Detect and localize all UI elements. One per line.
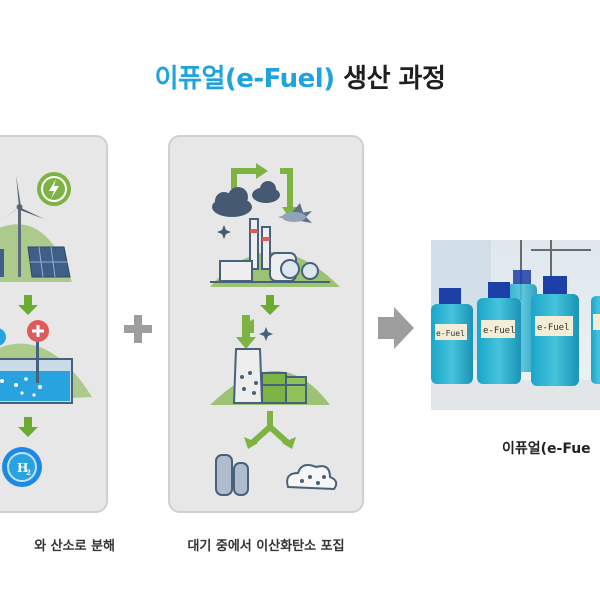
- cloud-icon: [212, 181, 280, 217]
- electrolysis-caption: 와 산소로 분해: [34, 539, 115, 554]
- product-caption: 이퓨얼(e-Fue: [502, 441, 591, 457]
- airplane-icon: [278, 203, 312, 223]
- plus-electrode-icon: [27, 320, 49, 383]
- carbon-capture-panel: [168, 135, 364, 513]
- gas-cylinders-icon: [215, 454, 249, 496]
- efuel-bottle: [591, 296, 600, 384]
- hydrogen-subscript: 2: [26, 468, 31, 477]
- bottle-label-2: e-Fuel: [537, 323, 570, 333]
- electrolysis-panel: H 2: [0, 135, 108, 513]
- efuel-bottle: e-Fuel: [531, 276, 579, 386]
- bottle-label-3: e-Fuel: [436, 329, 465, 338]
- co2-cloud-icon: [286, 464, 338, 491]
- title-rest: 생산 과정: [343, 64, 446, 94]
- page-title: 이퓨얼(e-Fuel) 생산 과정: [0, 58, 600, 95]
- arrow-right-icon: [378, 307, 414, 349]
- carbon-capture-caption: 대기 중에서 이산화탄소 포집: [187, 539, 345, 554]
- hydrogen-label: H: [17, 461, 28, 475]
- lightning-icon: [37, 172, 71, 206]
- carbon-capture-tank-icon: [232, 315, 307, 404]
- minus-electrode-icon: [0, 328, 6, 346]
- efuel-bottle: e-Fuel: [431, 288, 473, 384]
- hydrogen-icon: H 2: [2, 447, 42, 487]
- plus-icon: [124, 315, 152, 343]
- wind-turbine-icon: [0, 175, 44, 277]
- title-accent: 이퓨얼(e-Fuel): [154, 64, 335, 94]
- efuel-bottles-photo: e-Fuel e-Fuel e-Fuel: [431, 240, 600, 410]
- solar-panel-icon: [0, 246, 71, 278]
- efuel-bottle: e-Fuel: [477, 282, 521, 384]
- bottle-label-1: e-Fuel: [483, 326, 516, 336]
- factory-icon: [210, 218, 330, 283]
